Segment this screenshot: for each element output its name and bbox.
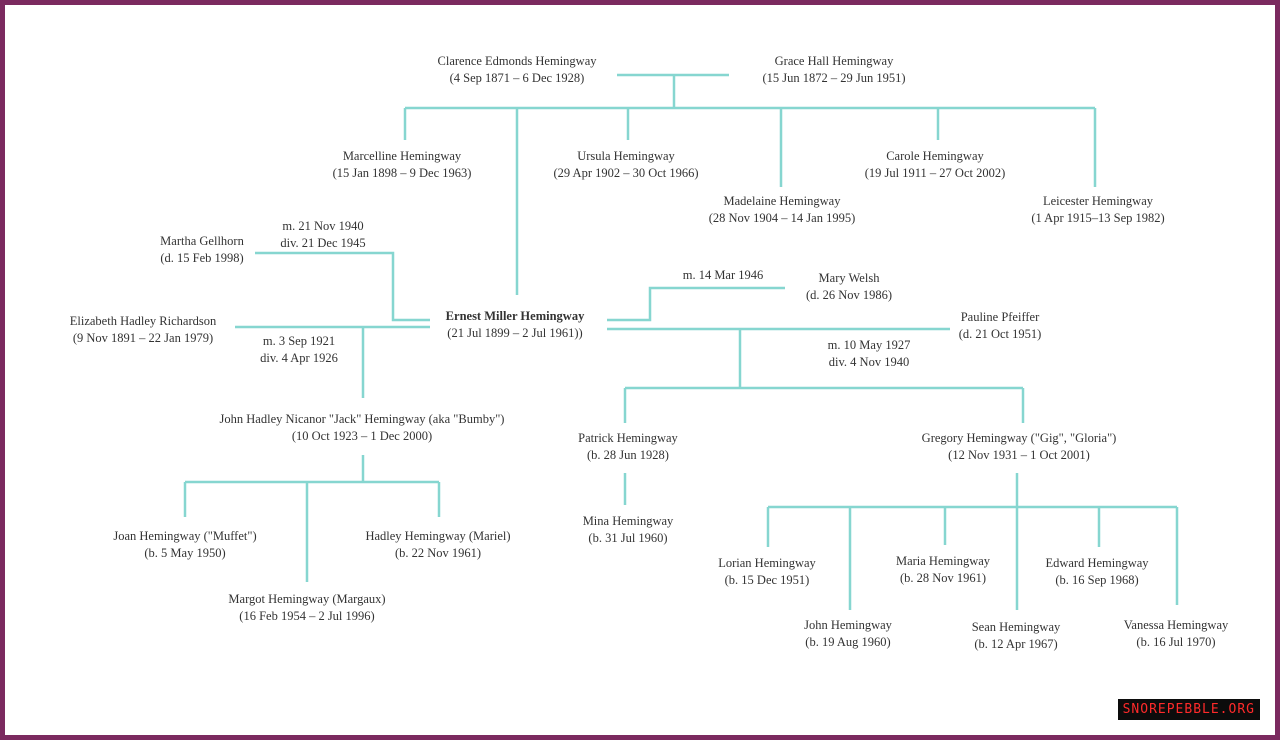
person-mary: Mary Welsh (d. 26 Nov 1986) xyxy=(806,270,892,304)
person-dates: (b. 28 Jun 1928) xyxy=(587,448,669,462)
marriage-label-richardson: m. 3 Sep 1921 div. 4 Apr 1926 xyxy=(260,333,338,367)
person-margot: Margot Hemingway (Margaux) (16 Feb 1954 … xyxy=(228,591,385,625)
person-dates: (4 Sep 1871 – 6 Dec 1928) xyxy=(449,71,585,85)
person-dates: (b. 16 Sep 1968) xyxy=(1055,573,1139,587)
person-mina: Mina Hemingway (b. 31 Jul 1960) xyxy=(583,513,674,547)
person-name: Mina Hemingway xyxy=(582,514,674,528)
watermark: SNOREPEBBLE.ORG xyxy=(1117,699,1260,720)
person-name: Elizabeth Hadley Richardson xyxy=(69,314,217,328)
person-name: Ursula Hemingway xyxy=(577,149,675,163)
person-maria: Maria Hemingway (b. 28 Nov 1961) xyxy=(896,553,990,587)
person-name: Lorian Hemingway xyxy=(718,556,816,570)
marriage-label-gellhorn: m. 21 Nov 1940 div. 21 Dec 1945 xyxy=(280,218,365,252)
person-dates: (1 Apr 1915–13 Sep 1982) xyxy=(1031,211,1165,225)
person-name: Edward Hemingway xyxy=(1045,556,1149,570)
marriage-date: m. 14 Mar 1946 xyxy=(682,268,764,282)
person-leicester: Leicester Hemingway (1 Apr 1915–13 Sep 1… xyxy=(1031,193,1164,227)
person-name: Pauline Pfeiffer xyxy=(960,310,1040,324)
person-clarence: Clarence Edmonds Hemingway (4 Sep 1871 –… xyxy=(438,53,597,87)
person-name: Margot Hemingway (Margaux) xyxy=(228,592,386,606)
person-name: Patrick Hemingway xyxy=(578,431,678,445)
person-patrick: Patrick Hemingway (b. 28 Jun 1928) xyxy=(578,430,678,464)
person-dates: (9 Nov 1891 – 22 Jan 1979) xyxy=(72,331,214,345)
person-gregory: Gregory Hemingway ("Gig", "Gloria") (12 … xyxy=(922,430,1117,464)
person-joan: Joan Hemingway ("Muffet") (b. 5 May 1950… xyxy=(113,528,256,562)
person-name: Leicester Hemingway xyxy=(1042,194,1154,208)
person-dates: (21 Jul 1899 – 2 Jul 1961)) xyxy=(447,326,583,340)
family-tree-lines xyxy=(183,73,1179,610)
person-dates: (b. 22 Nov 1961) xyxy=(394,546,482,560)
gellhorn-marriage-line xyxy=(255,251,430,322)
person-name: Mary Welsh xyxy=(818,271,880,285)
person-name: Grace Hall Hemingway xyxy=(774,54,894,68)
person-grace: Grace Hall Hemingway (15 Jun 1872 – 29 J… xyxy=(762,53,905,87)
person-name: Carole Hemingway xyxy=(886,149,984,163)
divorce-date: div. 4 Nov 1940 xyxy=(828,355,910,369)
person-sean: Sean Hemingway (b. 12 Apr 1967) xyxy=(972,619,1061,653)
person-name: John Hemingway xyxy=(804,618,892,632)
marriage-date: m. 3 Sep 1921 xyxy=(262,334,336,348)
person-dates: (b. 28 Nov 1961) xyxy=(899,571,987,585)
person-name: Gregory Hemingway ("Gig", "Gloria") xyxy=(921,431,1117,445)
person-elizabeth: Elizabeth Hadley Richardson (9 Nov 1891 … xyxy=(70,313,216,347)
person-dates: (15 Jun 1872 – 29 Jun 1951) xyxy=(762,71,906,85)
person-dates: (15 Jan 1898 – 9 Dec 1963) xyxy=(332,166,472,180)
marriage-date: m. 10 May 1927 xyxy=(827,338,911,352)
person-name: John Hadley Nicanor "Jack" Hemingway (ak… xyxy=(219,412,505,426)
divorce-date: div. 21 Dec 1945 xyxy=(280,236,366,250)
person-name: Maria Hemingway xyxy=(895,554,991,568)
person-pauline: Pauline Pfeiffer (d. 21 Oct 1951) xyxy=(959,309,1042,343)
person-dates: (29 Apr 1902 – 30 Oct 1966) xyxy=(553,166,699,180)
divorce-date: div. 4 Apr 1926 xyxy=(260,351,338,365)
person-dates: (b. 16 Jul 1970) xyxy=(1136,635,1216,649)
marriage-label-pfeiffer: m. 10 May 1927 div. 4 Nov 1940 xyxy=(828,337,911,371)
person-dates: (b. 5 May 1950) xyxy=(144,546,226,560)
person-dates: (b. 31 Jul 1960) xyxy=(588,531,668,545)
person-madelaine: Madelaine Hemingway (28 Nov 1904 – 14 Ja… xyxy=(709,193,856,227)
person-ernest: Ernest Miller Hemingway (21 Jul 1899 – 2… xyxy=(446,308,585,342)
person-ursula: Ursula Hemingway (29 Apr 1902 – 30 Oct 1… xyxy=(553,148,698,182)
person-edward: Edward Hemingway (b. 16 Sep 1968) xyxy=(1045,555,1148,589)
person-name: Clarence Edmonds Hemingway xyxy=(437,54,597,68)
person-dates: (10 Oct 1923 – 1 Dec 2000) xyxy=(291,429,433,443)
person-dates: (d. 15 Feb 1998) xyxy=(160,251,244,265)
person-vanessa: Vanessa Hemingway (b. 16 Jul 1970) xyxy=(1124,617,1229,651)
person-dates: (12 Nov 1931 – 1 Oct 2001) xyxy=(948,448,1090,462)
person-dates: (28 Nov 1904 – 14 Jan 1995) xyxy=(708,211,856,225)
person-name: Madelaine Hemingway xyxy=(723,194,841,208)
person-dates: (16 Feb 1954 – 2 Jul 1996) xyxy=(239,609,375,623)
person-name: Vanessa Hemingway xyxy=(1123,618,1229,632)
person-dates: (b. 15 Dec 1951) xyxy=(724,573,810,587)
marriage-label-welsh: m. 14 Mar 1946 xyxy=(683,267,764,284)
person-jack: John Hadley Nicanor "Jack" Hemingway (ak… xyxy=(220,411,505,445)
person-martha: Martha Gellhorn (d. 15 Feb 1998) xyxy=(160,233,244,267)
person-hadley: Hadley Hemingway (Mariel) (b. 22 Nov 196… xyxy=(365,528,510,562)
person-name: Martha Gellhorn xyxy=(160,234,244,248)
person-name: Sean Hemingway xyxy=(971,620,1061,634)
person-marcelline: Marcelline Hemingway (15 Jan 1898 – 9 De… xyxy=(333,148,472,182)
person-name: Marcelline Hemingway xyxy=(342,149,462,163)
person-dates: (d. 26 Nov 1986) xyxy=(805,288,893,302)
person-dates: (b. 19 Aug 1960) xyxy=(805,635,891,649)
person-name: Hadley Hemingway (Mariel) xyxy=(365,529,511,543)
welsh-marriage-line xyxy=(607,286,785,322)
person-john: John Hemingway (b. 19 Aug 1960) xyxy=(804,617,892,651)
person-dates: (b. 12 Apr 1967) xyxy=(974,637,1058,651)
person-lorian: Lorian Hemingway (b. 15 Dec 1951) xyxy=(718,555,816,589)
marriage-date: m. 21 Nov 1940 xyxy=(282,219,364,233)
person-name: Joan Hemingway ("Muffet") xyxy=(113,529,257,543)
person-carole: Carole Hemingway (19 Jul 1911 – 27 Oct 2… xyxy=(865,148,1006,182)
person-name: Ernest Miller Hemingway xyxy=(445,309,585,323)
person-dates: (d. 21 Oct 1951) xyxy=(958,327,1042,341)
person-dates: (19 Jul 1911 – 27 Oct 2002) xyxy=(864,166,1006,180)
